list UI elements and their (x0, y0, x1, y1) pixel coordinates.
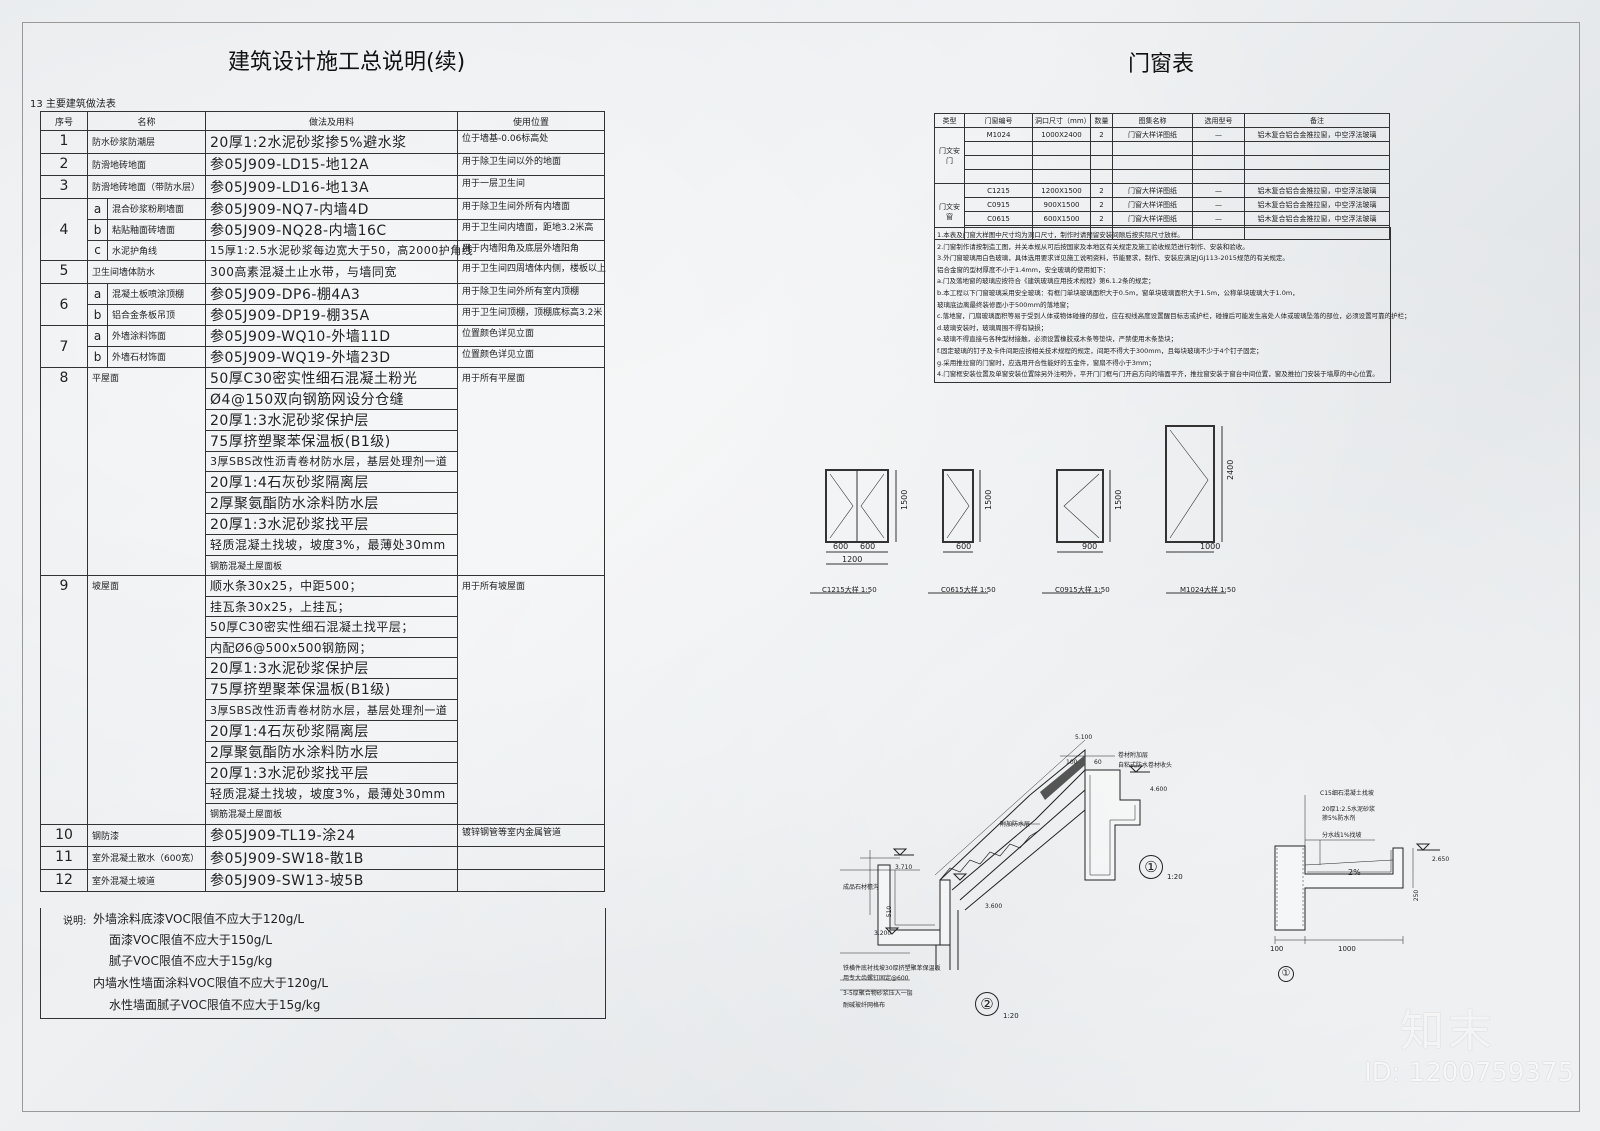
table-row: 6 a 混凝土板喷涂顶棚 参05J909-DP6-棚4A3 用于除卫生间外所有室… (40, 282, 606, 326)
voc-notes: 说明: 外墙涂料底漆VOC限值不应大于120g/L 面漆VOC限值不应大于150… (40, 908, 606, 1019)
table-row (935, 155, 1390, 170)
header-use: 使用位置 (457, 111, 606, 131)
table-row (935, 169, 1390, 184)
detail-marker-3: ① (1278, 966, 1294, 982)
note-line: b.本工程以下门窗玻璃采用安全玻璃：有框门单块玻璃面积大于0.5m，窗单块玻璃面… (937, 288, 1299, 297)
note-line: 1.本表及门窗大样图中尺寸均为洞口尺寸，制作时请预留安装间隙后按实际尺寸放样。 (937, 231, 1184, 239)
table-row: 11 室外混凝土散水（600宽） 参05J909-SW18-散1B (40, 846, 606, 870)
table-header: 序号 名称 做法及用料 使用位置 (40, 111, 606, 131)
note-line: 外墙涂料底漆VOC限值不应大于120g/L (93, 912, 305, 926)
table-row: 20厚1:3水泥砂浆找平层 (41, 761, 605, 784)
construction-method-table: 序号 名称 做法及用料 使用位置 1 防水砂浆防潮层 20厚1:2水泥砂浆掺5%… (40, 111, 606, 892)
door-window-title: 门窗表 (1128, 52, 1195, 77)
table-row: 3厚SBS改性沥青卷材防水层，基层处理剂一道 (41, 699, 605, 721)
table-row: 8 平屋面 50厚C30密实性细石混凝土粉光 用于所有平屋面 (40, 366, 606, 576)
note-line: 内墙水性墙面涂料VOC限值不应大于120g/L (93, 976, 329, 990)
note-line: 水性墙面腻子VOC限值不应大于15g/kg (109, 998, 321, 1012)
table-row (935, 141, 1390, 156)
table-row: 9 坡屋面 顺水条30x25，中距500； 用于所有坡屋面 (40, 575, 606, 825)
detail-marker-1: ① (1139, 855, 1163, 879)
window-label: C0615大样 1:50 (941, 586, 996, 594)
window-label: M1024大样 1:50 (1180, 586, 1236, 594)
table-row: 75厚挤塑聚苯保温板(B1级) (41, 678, 605, 700)
window-label: C0915大样 1:50 (1055, 586, 1110, 594)
note-line: d.玻璃安装时，玻璃周围不得有缺损； (937, 323, 1048, 332)
watermark-id: ID: 1200759375 (1364, 1058, 1575, 1088)
table-row: 20厚1:4石灰砂浆隔离层 (41, 471, 605, 493)
roof-eave-detail (840, 739, 1150, 991)
note-line: f.固定玻璃的钉子及卡件间距应按相关技术规程的规定，间距不得大于300mm，且每… (937, 346, 1263, 355)
table-row: 10 钢防漆 参05J909-TL19-涂24 镀锌钢管等室内金属管道 (40, 823, 606, 847)
table-row: 4 a 混合砂浆粉刷墙面 参05J909-NQ7-内墙4D 用于除卫生间外所有内… (40, 197, 606, 261)
table-row: 3 防滑地砖地面（带防水层） 参05J909-LD16-地13A 用于一层卫生间 (40, 175, 606, 199)
door-table-header: 类型 门窗编号 洞口尺寸（mm） 数量 图集名称 选用型号 备注 (934, 113, 1390, 128)
notes-label: 说明: (63, 916, 87, 927)
note-line: 面漆VOC限值不应大于150g/L (109, 933, 273, 947)
header-name: 名称 (86, 111, 207, 131)
header-no: 序号 (40, 111, 88, 131)
door-window-notes: 1.本表及门窗大样图中尺寸均为洞口尺寸，制作时请预留安装间隙后按实际尺寸放样。 … (934, 227, 1411, 383)
table-row: b 粘贴釉面砖墙面 参05J909-NQ28-内墙16C 用于卫生间内墙面，距地… (41, 218, 606, 241)
canopy-detail (1274, 795, 1440, 944)
window-label: C1215大样 1:50 (822, 586, 877, 594)
table-row: b 铝合金条板吊顶 参05J909-DP19-棚35A 用于卫生间顶棚，顶棚底标… (41, 303, 606, 326)
window-c0615 (942, 469, 974, 543)
door-m1024 (1165, 425, 1215, 543)
section-title: 13 主要建筑做法表 (30, 99, 116, 110)
header-method: 做法及用料 (205, 111, 459, 131)
table-row: 2厚聚氨酯防水涂料防水层 (41, 492, 605, 514)
table-row: 内配Ø6@500x500钢筋网； (41, 636, 605, 658)
note-line: 2.门窗制作请按制造工图，并关本规从可后按国家及本地区有关规定及施工验收规范进行… (937, 242, 1249, 251)
note-line: e.玻璃不得直接与各种型材接触，必须设置橡胶或木条等垫块，严禁使用木条垫块； (937, 335, 1178, 344)
window-elevations (810, 425, 1226, 594)
table-row: 2 防滑地砖地面 参05J909-LD15-地12A 用于除卫生间以外的地面 (40, 152, 606, 176)
table-row: 7 a 外墙涂料饰面 参05J909-WQ10-外墙11D 位置颜色详见立面 (40, 324, 606, 368)
sheet-frame (22, 22, 1580, 1112)
table-row: C0915 900X1500 2 门窗大样详图纸 — 铝木复合铝合金推拉窗，中空… (935, 197, 1390, 212)
watermark-logo: 知末 (1400, 1006, 1496, 1057)
table-row: 3厚SBS改性沥青卷材防水层，基层处理剂一道 (41, 450, 605, 472)
window-c0915 (1056, 469, 1104, 543)
table-row: 门文安窗 C1215 1200X1500 2 门窗大样详图纸 — 铝木复合铝合金… (934, 183, 1390, 240)
detail-marker-2: ② (975, 992, 999, 1016)
note-line: 玻璃底边离最终装修面小于500mm的落地窗； (937, 300, 1073, 309)
table-row: 门文安门 M1024 1000X2400 2 门窗大样详图纸 — 铝木复合铝合金… (934, 127, 1390, 184)
main-title: 建筑设计施工总说明(续) (228, 50, 466, 75)
note-line: 3.外门窗玻璃用白色玻璃，具体选用要求详见施工说明资料，节能要求，制作、安装应满… (937, 254, 1289, 263)
table-row: 20厚1:3水泥砂浆找平层 (41, 513, 605, 535)
door-window-table: 类型 门窗编号 洞口尺寸（mm） 数量 图集名称 选用型号 备注 门文安门 M1… (934, 113, 1390, 240)
note-line: g.采用推拉窗的门窗时，应选用开合性能好的五金件，窗扇不得小于3mm； (937, 358, 1155, 367)
note-line: 铝合金窗的型材厚度不小于1.4mm，安全玻璃的使用如下： (937, 265, 1110, 274)
table-row: 12 室外混凝土坡道 参05J909-SW13-坡5B (40, 868, 606, 892)
note-line: 腻子VOC限值不应大于15g/kg (109, 954, 273, 968)
table-row: 2厚聚氨酯防水涂料防水层 (41, 740, 605, 763)
table-row: b 外墙石材饰面 参05J909-WQ19-外墙23D 位置颜色详见立面 (41, 345, 606, 368)
table-row: 轻质混凝土找坡，坡度3%，最薄处30mm (41, 782, 605, 804)
table-row: 75厚挤塑聚苯保温板(B1级) (41, 429, 605, 452)
table-row: 1 防水砂浆防潮层 20厚1:2水泥砂浆掺5%避水浆 位于墙基-0.06标高处 (40, 130, 606, 154)
table-row: C0615 600X1500 2 门窗大样详图纸 — 铝木复合铝合金推拉窗，中空… (935, 211, 1390, 226)
note-line: c.落地窗，门扇玻璃面积等易于受到人体或物体碰撞的部位，应在视线高度设置醒目标志… (937, 312, 1411, 321)
table-row (935, 225, 1390, 240)
table-row: c 水泥护角线 15厚1:2.5水泥砂浆每边宽大于50，高2000护角线 用于内… (41, 239, 606, 261)
note-line: a.门及落地窗的玻璃应按符合《建筑玻璃应用技术规程》第6.1.2条的规定； (937, 277, 1155, 286)
note-line: 4.门窗框安装位置及单窗安装位置除另外注明外，平开门门框与门开启方向的墙面平齐，… (937, 370, 1379, 379)
table-row: 5 卫生间墙体防水 300高素混凝土止水带，与墙同宽 用于卫生间四周墙体内侧，楼… (40, 260, 606, 284)
